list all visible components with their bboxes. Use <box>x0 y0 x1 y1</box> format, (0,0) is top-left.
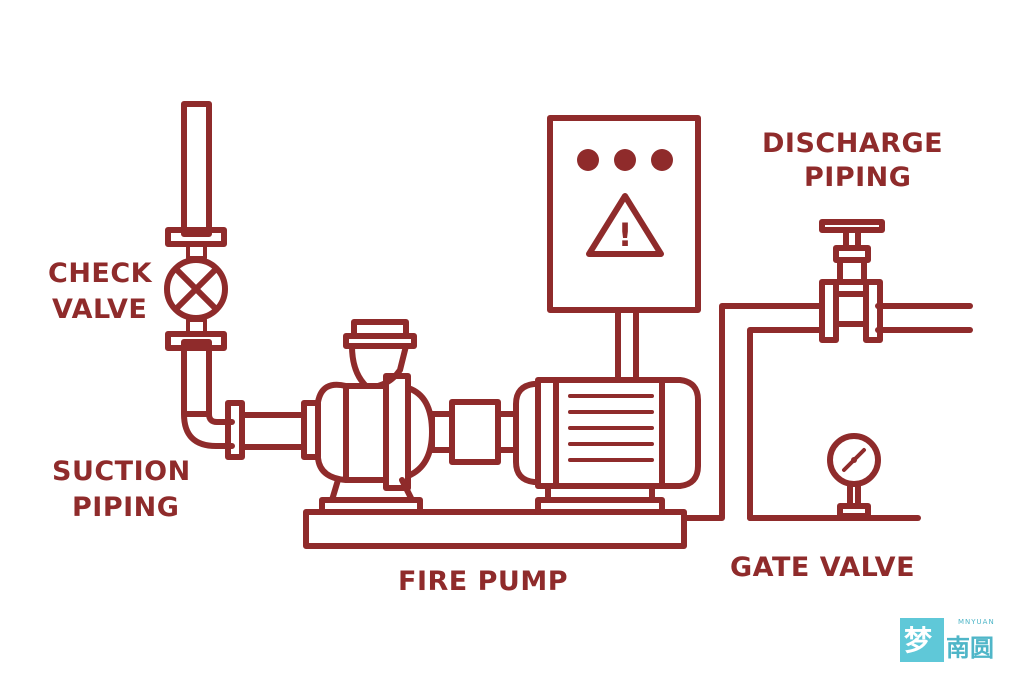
electric-motor <box>513 377 701 515</box>
svg-text:MNYUAN: MNYUAN <box>958 618 995 626</box>
fire-pump-casing <box>315 319 519 515</box>
fire-pump-label: FIRE PUMP <box>398 566 568 597</box>
pressure-gauge <box>827 433 881 519</box>
check-valve <box>164 227 228 351</box>
warning-triangle-icon: ! <box>618 216 633 254</box>
pump-base-plate <box>303 509 687 549</box>
gate-valve-label: GATE VALVE <box>730 552 915 583</box>
suction-piping-label-line1: SUCTION <box>52 456 191 487</box>
gate-valve <box>819 219 885 343</box>
check-valve-label-line1: CHECK <box>48 258 153 289</box>
suction-riser-pipe <box>181 101 235 449</box>
discharge-piping-label-line2: PIPING <box>804 162 911 193</box>
suction-piping-label-line2: PIPING <box>72 492 179 523</box>
suction-horizontal-pipe <box>225 400 321 460</box>
watermark-logo: 梦 南圆 MNYUAN <box>900 618 995 662</box>
discharge-piping-label-line1: DISCHARGE <box>762 128 943 159</box>
discharge-piping <box>681 303 973 521</box>
check-valve-label-line2: VALVE <box>52 294 147 325</box>
svg-text:梦: 梦 <box>904 624 933 657</box>
svg-text:南圆: 南圆 <box>946 634 994 662</box>
control-panel: ! <box>547 115 701 383</box>
